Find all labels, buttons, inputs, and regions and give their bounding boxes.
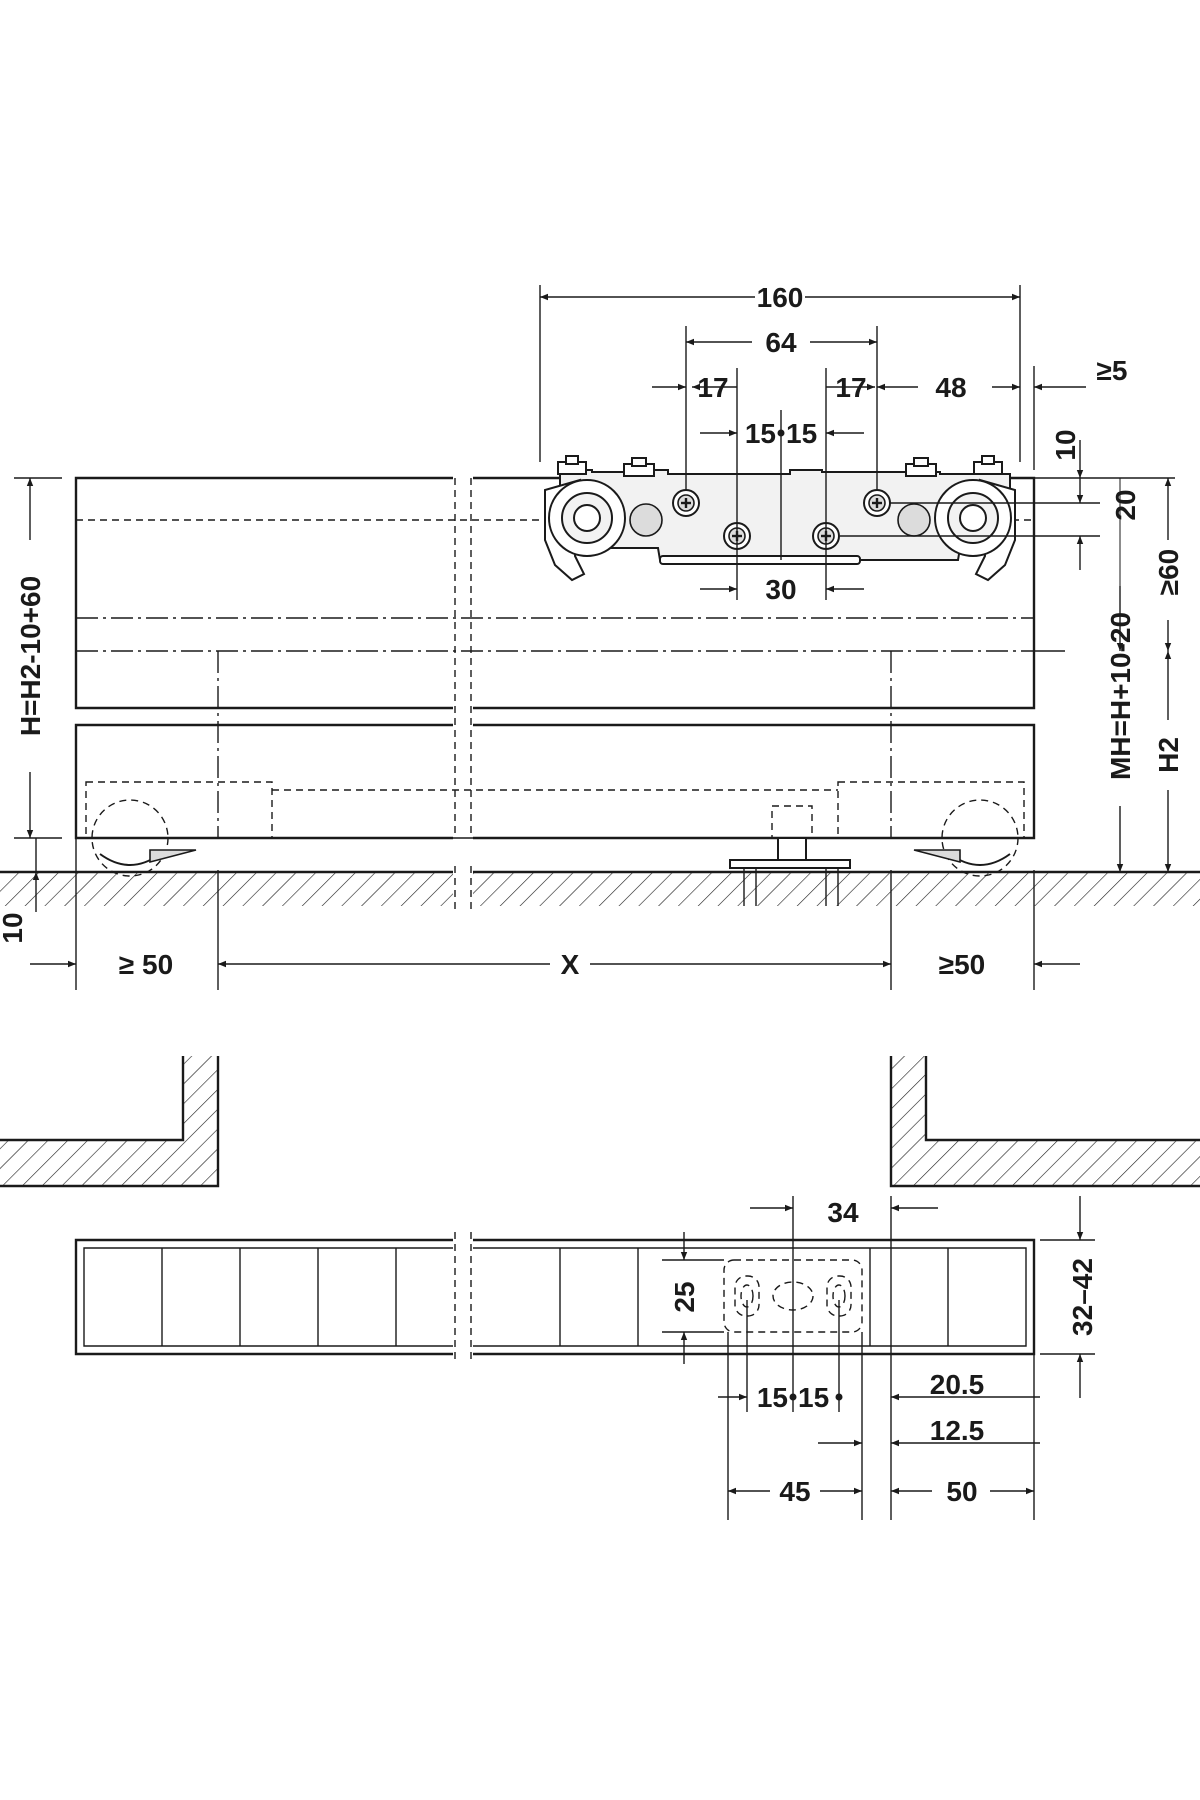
dim-min-50-right: ≥50 bbox=[939, 949, 986, 980]
dim-h-formula: H=H2-10+60 bbox=[15, 576, 46, 736]
hidden-guide-block bbox=[771, 805, 813, 839]
plan-extension-lines bbox=[662, 1196, 1095, 1520]
hidden-wheel-right bbox=[941, 799, 1019, 877]
plan-dimension-texts: 34 25 32–42 15 15 20.5 12.5 45 50 bbox=[669, 1197, 1098, 1507]
floor-hatching bbox=[0, 872, 1200, 906]
dim-12-5: 12.5 bbox=[930, 1415, 985, 1446]
dim-min-50-left: ≥ 50 bbox=[119, 949, 173, 980]
top-nut-2 bbox=[623, 457, 655, 477]
front-dimension-texts: 160 64 17 17 48 ≥5 15 15 30 10 20 ≥60 H2… bbox=[0, 282, 1184, 980]
top-nut-left bbox=[557, 455, 587, 475]
carriage-bottom-strip bbox=[659, 555, 861, 565]
top-nut-right bbox=[973, 455, 1003, 475]
carriage-boss-left bbox=[629, 503, 663, 537]
dim-160: 160 bbox=[757, 282, 804, 313]
plan-view: 34 25 32–42 15 15 20.5 12.5 45 50 bbox=[0, 1056, 1200, 1520]
dim-h2: H2 bbox=[1153, 737, 1184, 773]
hidden-carrier-right bbox=[837, 781, 1025, 839]
screw-hole-upper-right bbox=[863, 489, 891, 517]
wall-section-left bbox=[0, 1056, 220, 1188]
dim-plan-15-right: 15 bbox=[798, 1382, 829, 1413]
top-nut-3 bbox=[905, 457, 937, 477]
floor-section bbox=[0, 866, 1200, 911]
dim-25: 25 bbox=[669, 1281, 700, 1312]
dim-17-right: 17 bbox=[835, 372, 866, 403]
dim-15-right: 15 bbox=[786, 418, 817, 449]
dim-20: 20 bbox=[1110, 489, 1141, 520]
dim-min-60: ≥60 bbox=[1153, 549, 1184, 596]
screw-hole-upper-left bbox=[672, 489, 700, 517]
hidden-wheel-left bbox=[91, 799, 169, 877]
hidden-carrier-left bbox=[85, 781, 273, 839]
front-view: 160 64 17 17 48 ≥5 15 15 30 10 20 ≥60 H2… bbox=[0, 282, 1200, 990]
dim-10-top: 10 bbox=[1050, 429, 1081, 460]
floor-guide-plate bbox=[729, 859, 851, 869]
screw-hole-lower-right bbox=[812, 522, 840, 550]
floor-guide-stem bbox=[777, 837, 807, 861]
panel-upper-left bbox=[74, 476, 453, 710]
dim-45: 45 bbox=[779, 1476, 810, 1507]
carriage-wheel-left-hub bbox=[573, 504, 601, 532]
dim-32-42: 32–42 bbox=[1067, 1258, 1098, 1336]
dim-20-5: 20.5 bbox=[930, 1369, 985, 1400]
bottom-bracket-left bbox=[149, 849, 197, 864]
carriage-wheel-right-hub bbox=[959, 504, 987, 532]
dim-64: 64 bbox=[765, 327, 797, 358]
dim-15-left: 15 bbox=[745, 418, 776, 449]
dim-x: X bbox=[561, 949, 580, 980]
floor-break-gap bbox=[453, 866, 473, 911]
bottom-hardware bbox=[85, 781, 1025, 906]
dim-34: 34 bbox=[827, 1197, 859, 1228]
plan-dimension-lines bbox=[680, 1196, 1084, 1495]
bottom-bracket-right bbox=[913, 849, 961, 864]
carriage-boss-right bbox=[897, 503, 931, 537]
dim-30: 30 bbox=[765, 574, 796, 605]
dim-mh-formula: MH=H+10-20 bbox=[1105, 612, 1136, 780]
dim-17-left: 17 bbox=[697, 372, 728, 403]
panel-lower-left bbox=[74, 723, 453, 840]
dim-10-floor: 10 bbox=[0, 912, 28, 943]
dim-50: 50 bbox=[946, 1476, 977, 1507]
dim-48: 48 bbox=[935, 372, 966, 403]
door-profile bbox=[74, 1232, 1036, 1360]
top-carriage bbox=[544, 455, 1016, 582]
wall-section-right bbox=[889, 1056, 1200, 1188]
dim-plan-15-left: 15 bbox=[757, 1382, 788, 1413]
front-dimension-lines bbox=[26, 293, 1172, 968]
dim-min-5: ≥5 bbox=[1097, 355, 1128, 386]
